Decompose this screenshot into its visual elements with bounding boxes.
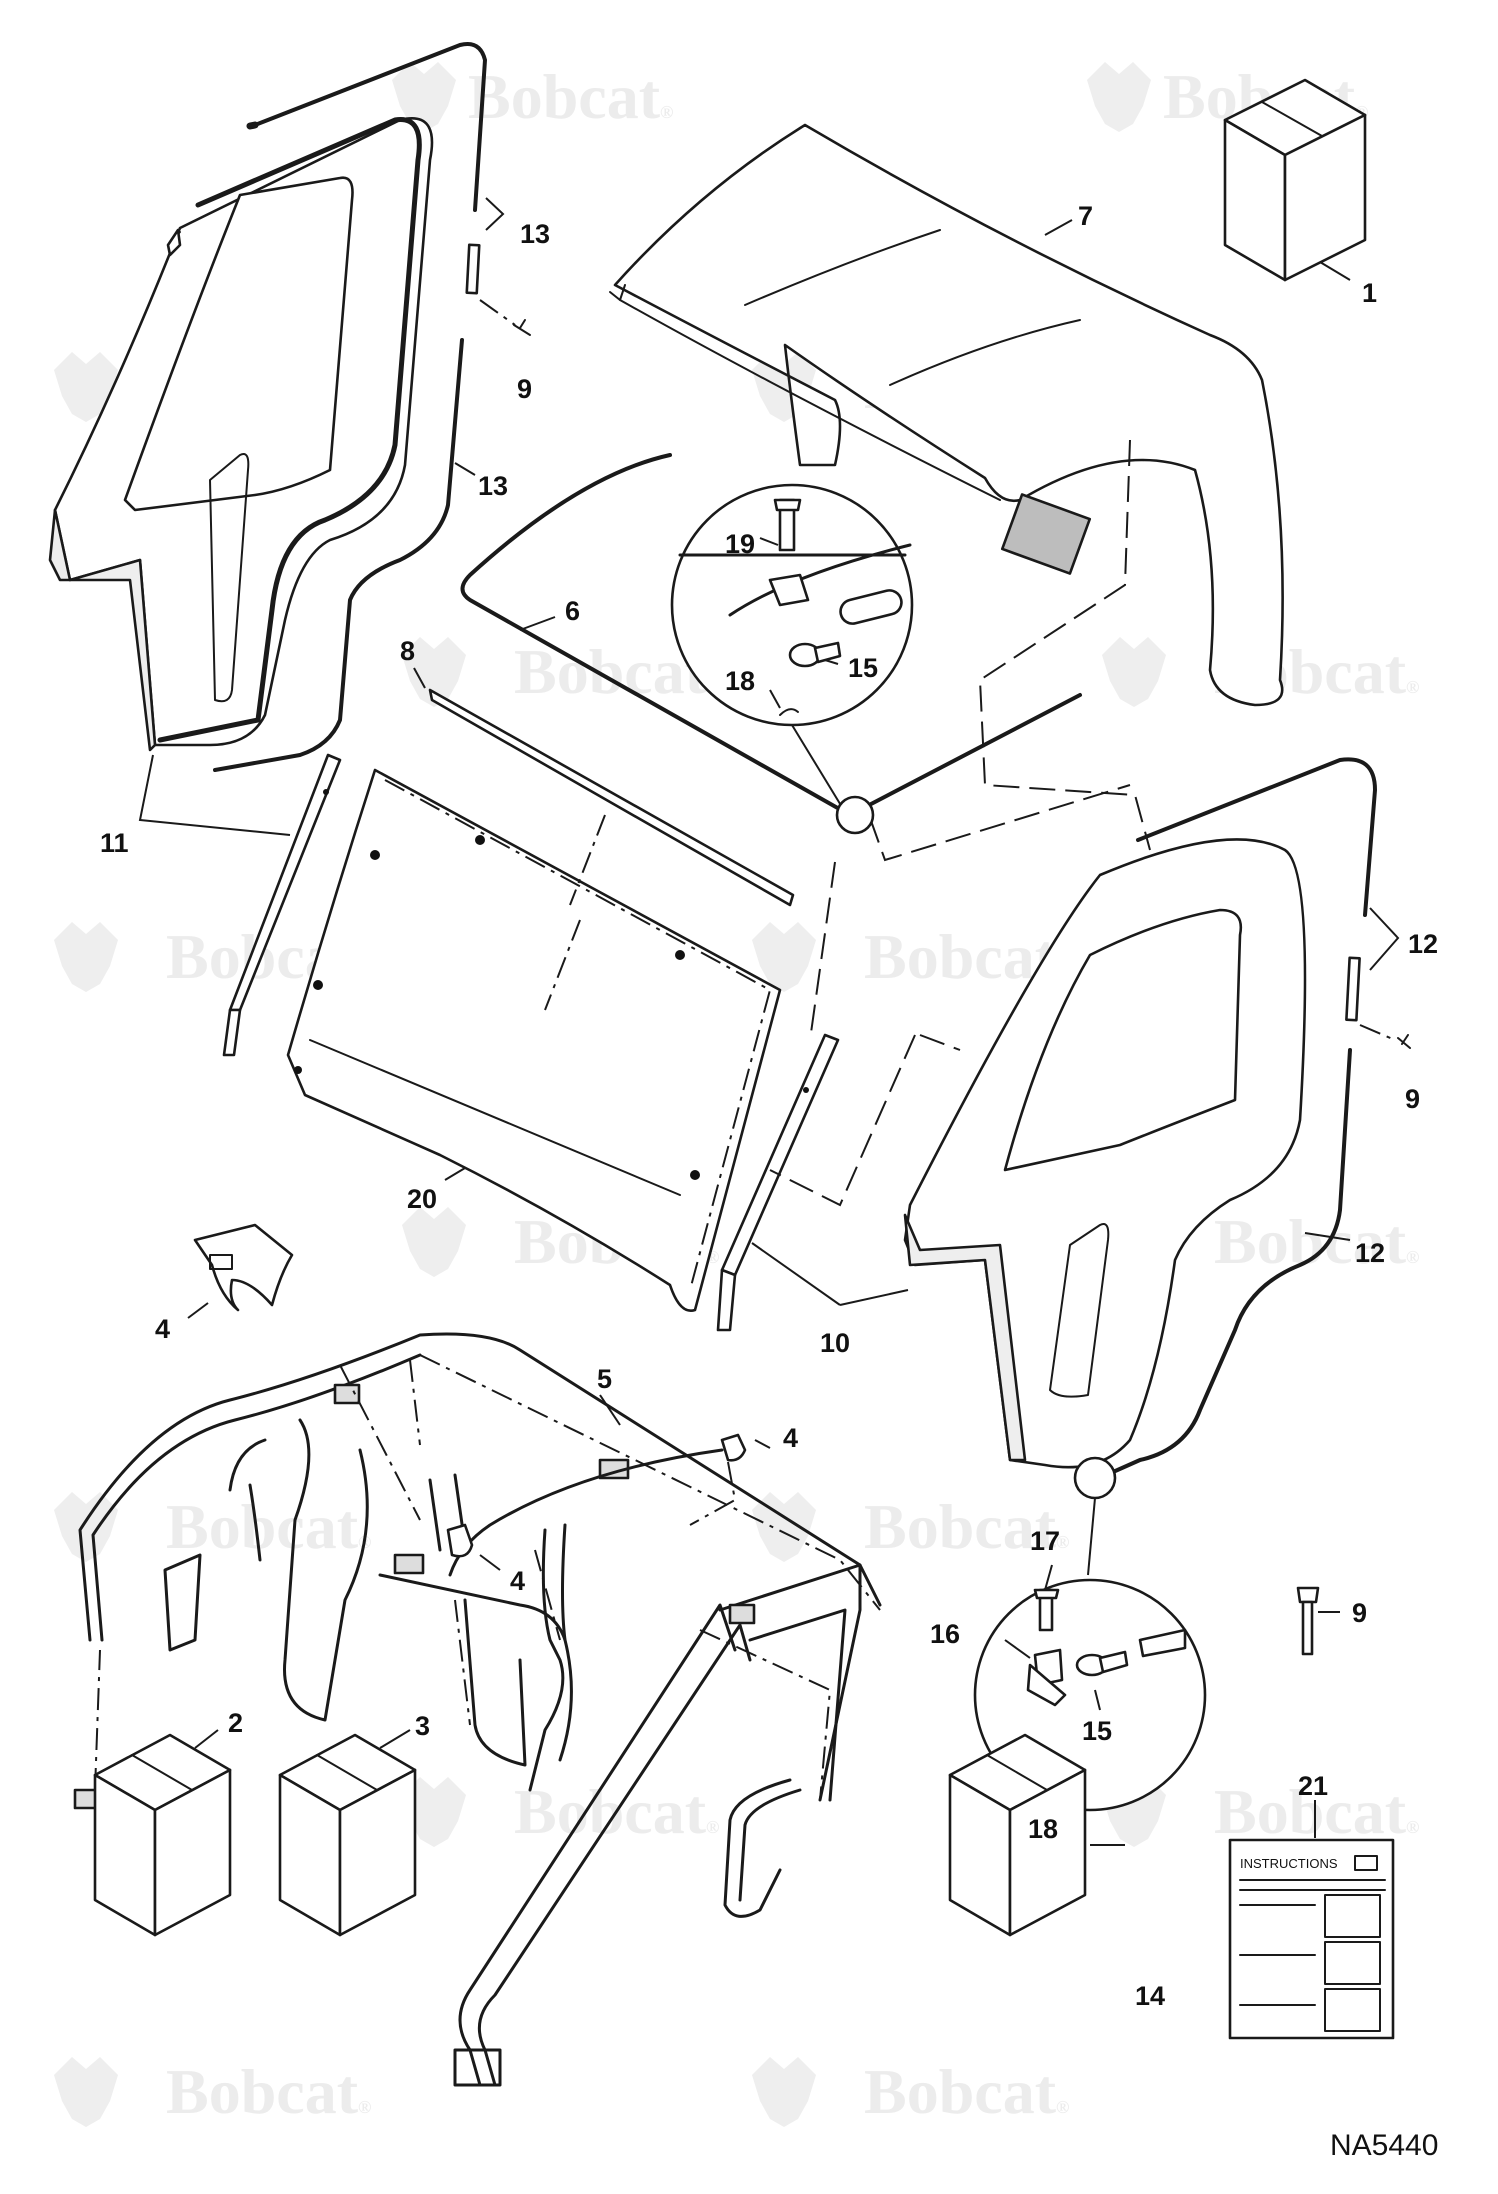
watermark-1: Bobcat® [392,61,673,132]
svg-text:Bobcat®: Bobcat® [1214,1776,1419,1847]
callout-3: 3 [415,1711,430,1741]
assembly-guide-lines [769,439,1151,1207]
left-door-part-11 [48,117,434,752]
callout-13-upper: 13 [520,219,550,249]
registered-mark: ® [358,2097,371,2117]
strip-part-8 [413,667,795,907]
side-strip-part-10-right [716,1033,909,1332]
callout-20: 20 [407,1184,437,1214]
callout-labels: 1 2 3 4 4 4 5 6 7 8 9 9 9 10 11 12 12 13… [100,201,1438,2011]
callout-5: 5 [597,1364,612,1394]
door-seal-part-12 [1093,757,1411,1482]
windshield-part-20 [286,768,782,1312]
watermark-16: Bobcat® [752,2056,1069,2127]
callout-9-upper: 9 [517,374,532,404]
callout-4-upper: 4 [783,1423,798,1453]
registered-mark: ® [1406,677,1419,697]
svg-text:Bobcat®: Bobcat® [468,61,673,132]
callout-16: 16 [930,1619,960,1649]
registered-mark: ® [1406,1817,1419,1837]
callout-4-lower: 4 [510,1566,525,1596]
callout-4-loose: 4 [155,1314,170,1344]
registered-mark: ® [1406,1247,1419,1267]
box-part-2 [93,1729,232,1937]
side-strip-part-10-left [222,753,342,1057]
callout-1: 1 [1362,278,1377,308]
registered-mark: ® [1056,2097,1069,2117]
frame-tube-part-6 [460,453,1082,817]
callout-15-lower: 15 [1082,1716,1112,1746]
clamp-part-4-lower [446,1523,501,1571]
callout-17: 17 [1030,1526,1060,1556]
svg-text:Bobcat®: Bobcat® [864,2056,1069,2127]
detail-circle-upper [670,483,914,835]
svg-text:Bobcat®: Bobcat® [166,1491,371,1562]
door-seal-part-13-upper [213,42,531,772]
callout-14: 14 [1135,1981,1165,2011]
callout-19: 19 [725,529,755,559]
callout-12-upper: 12 [1408,929,1438,959]
clamp-part-4-upper [689,1433,771,1526]
callout-6: 6 [565,596,580,626]
registered-mark: ® [706,1817,719,1837]
registered-mark: ® [1056,1532,1069,1552]
cable-part-5 [448,1394,724,1577]
watermark-8: Bobcat® [752,921,1069,992]
svg-text:Bobcat®: Bobcat® [864,1491,1069,1562]
clamp-part-4-loose [187,1223,294,1319]
instructions-sheet-part-21: INSTRUCTIONS [1228,1800,1395,2040]
right-door-part-12 [903,838,1307,1469]
callout-2: 2 [228,1708,243,1738]
callout-18-lower: 18 [1028,1814,1058,1844]
drawing-code: NA5440 [1330,2129,1438,2162]
callout-21: 21 [1298,1771,1328,1801]
watermark-12: Bobcat® [752,1491,1069,1562]
svg-text:Bobcat®: Bobcat® [166,2056,371,2127]
callout-10: 10 [820,1328,850,1358]
roof-canopy-part-7 [609,123,1284,707]
watermark-5: Bobcat® [402,636,719,707]
box-part-14 [948,1733,1125,1937]
callout-9-right: 9 [1405,1084,1420,1114]
callout-13-lower: 13 [478,471,508,501]
rops-frame [73,1332,882,2087]
watermark-11: Bobcat® [54,1491,371,1562]
callout-9-loose: 9 [1352,1598,1367,1628]
leader-11 [138,754,291,836]
registered-mark: ® [660,102,673,122]
watermark-15: Bobcat® [54,2056,371,2127]
callout-11: 11 [100,828,129,858]
box-part-3 [278,1729,417,1937]
callout-18-upper: 18 [725,666,755,696]
box-part-1 [1223,78,1367,282]
pin-part-9-loose [1296,1586,1340,1656]
callout-8: 8 [400,636,415,666]
svg-text:Bobcat®: Bobcat® [1214,1206,1419,1277]
callout-12-lower: 12 [1355,1238,1385,1268]
callout-7: 7 [1078,201,1093,231]
callout-15-upper: 15 [848,653,878,683]
svg-text:INSTRUCTIONS: INSTRUCTIONS [1240,1856,1338,1871]
watermark-13: Bobcat® [402,1776,719,1847]
